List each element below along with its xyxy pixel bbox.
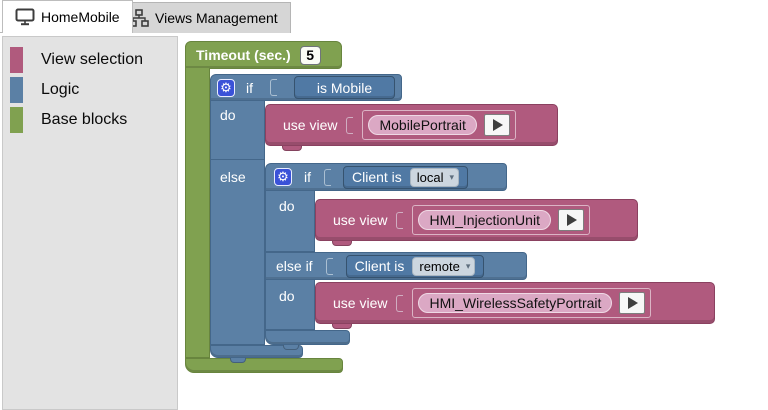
- block-palette: View selection Logic Base blocks: [2, 36, 178, 410]
- inner-if-block[interactable]: ⚙ if Client is local ▾: [265, 163, 507, 191]
- if-label: if: [304, 169, 311, 185]
- play-icon: [566, 214, 577, 226]
- gear-icon[interactable]: ⚙: [217, 78, 235, 97]
- play-icon: [628, 297, 639, 309]
- play-button[interactable]: [619, 292, 646, 314]
- gear-icon[interactable]: ⚙: [274, 168, 292, 186]
- palette-item-logic[interactable]: Logic: [3, 75, 177, 105]
- do-label: do: [220, 107, 236, 123]
- use-view-block-2[interactable]: use view HMI_InjectionUnit: [315, 199, 638, 246]
- timeout-seconds-field[interactable]: 5: [299, 45, 321, 65]
- view-name-field[interactable]: HMI_WirelessSafetyPortrait: [418, 293, 613, 313]
- logic-color-chip: [10, 77, 23, 103]
- view-slot: MobilePortrait: [362, 110, 516, 140]
- client-is-remote-condition-block[interactable]: Client is remote ▾: [345, 254, 485, 278]
- sitemap-icon: [129, 9, 149, 27]
- view-slot: HMI_WirelessSafetyPortrait: [412, 288, 652, 318]
- palette-label: Logic: [41, 81, 80, 98]
- tab-label: Views Management: [155, 10, 278, 26]
- use-view-block-3[interactable]: use view HMI_WirelessSafetyPortrait: [315, 282, 715, 329]
- value-socket-icon: [346, 116, 354, 134]
- client-dropdown[interactable]: local ▾: [409, 167, 460, 187]
- play-button[interactable]: [557, 209, 584, 231]
- outer-if-block[interactable]: ⚙ if is Mobile: [210, 74, 402, 101]
- palette-item-view-selection[interactable]: View selection: [3, 45, 177, 75]
- view-selection-color-chip: [10, 47, 23, 73]
- connector-nub: [332, 241, 352, 246]
- value-socket-icon: [270, 79, 277, 96]
- palette-label: Base blocks: [41, 111, 128, 128]
- client-dropdown[interactable]: remote ▾: [412, 256, 476, 276]
- play-button[interactable]: [483, 114, 510, 136]
- monitor-icon: [15, 8, 35, 26]
- tab-label: HomeMobile: [41, 9, 120, 25]
- palette-label: View selection: [41, 51, 143, 68]
- tab-views-management[interactable]: Views Management: [116, 2, 291, 33]
- condition-label: is Mobile: [316, 79, 373, 96]
- else-label: else: [220, 169, 246, 185]
- connector-nub: [332, 324, 352, 329]
- do-label: do: [279, 288, 295, 304]
- client-is-local-condition-block[interactable]: Client is local ▾: [343, 165, 469, 189]
- use-view-label: use view: [333, 212, 388, 228]
- dropdown-value: remote: [419, 258, 460, 274]
- use-view-label: use view: [283, 117, 338, 133]
- use-view-block-1[interactable]: use view MobilePortrait: [265, 104, 558, 151]
- view-name-field[interactable]: HMI_InjectionUnit: [418, 210, 551, 230]
- timeout-block-header[interactable]: Timeout (sec.) 5: [185, 41, 342, 69]
- chevron-down-icon: ▾: [465, 260, 471, 271]
- tab-bar: HomeMobile Views Management: [0, 0, 768, 33]
- connector-nub: [283, 345, 299, 350]
- outer-if-do-section[interactable]: do: [210, 101, 265, 160]
- timeout-block-spine[interactable]: [185, 68, 210, 358]
- outer-if-bottom[interactable]: [210, 345, 303, 363]
- inner-if-elseif-row[interactable]: else if Client is remote ▾: [265, 252, 527, 280]
- use-view-label: use view: [333, 295, 388, 311]
- inner-if-do2-section[interactable]: do: [265, 280, 315, 330]
- condition-label: Client is: [354, 258, 405, 274]
- timeout-label: Timeout (sec.): [196, 47, 291, 63]
- tab-homemobile[interactable]: HomeMobile: [2, 0, 133, 33]
- timeout-block-bottom[interactable]: [185, 358, 343, 373]
- value-socket-icon: [396, 211, 404, 229]
- dropdown-value: local: [416, 169, 444, 185]
- palette-item-base-blocks[interactable]: Base blocks: [3, 105, 177, 135]
- value-socket-icon: [325, 257, 333, 275]
- is-mobile-condition-block[interactable]: is Mobile: [294, 76, 395, 99]
- inner-if-do-section[interactable]: do: [265, 191, 315, 252]
- else-if-label: else if: [276, 258, 313, 274]
- if-label: if: [246, 79, 253, 96]
- inner-if-bottom[interactable]: [265, 330, 350, 350]
- do-label: do: [279, 198, 295, 214]
- outer-if-else-section[interactable]: else: [210, 160, 265, 345]
- view-name-field[interactable]: MobilePortrait: [368, 115, 477, 135]
- value-socket-icon: [396, 294, 404, 312]
- view-slot: HMI_InjectionUnit: [412, 205, 590, 235]
- value-socket-icon: [324, 168, 331, 186]
- connector-nub: [282, 146, 302, 151]
- condition-label: Client is: [352, 169, 402, 185]
- connector-nub: [230, 358, 246, 363]
- base-blocks-color-chip: [10, 107, 23, 133]
- chevron-down-icon: ▾: [449, 171, 455, 182]
- play-icon: [492, 119, 503, 131]
